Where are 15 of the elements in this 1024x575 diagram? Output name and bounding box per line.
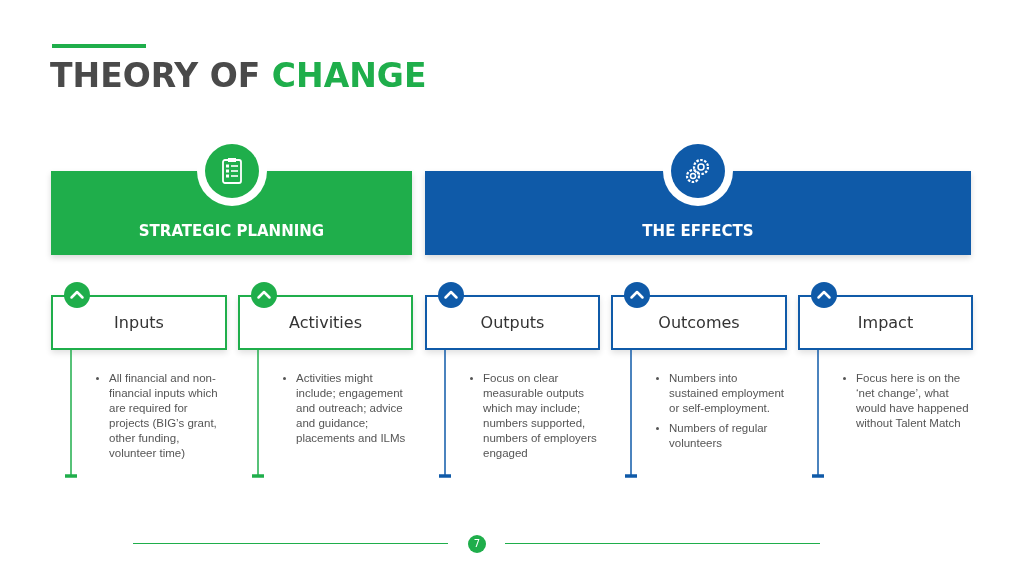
- stage-box: Outcomes: [611, 295, 787, 350]
- stage-box: Impact: [798, 295, 973, 350]
- stage-box: Outputs: [425, 295, 600, 350]
- section-banner: STRATEGIC PLANNING: [51, 171, 412, 255]
- bullet-text: Focus on clear measurable outputs which may include; numbers supported, numbers of employers engaged: [483, 372, 597, 459]
- bullet-text: Focus here is on the ‘net change’, what would have happened without Talent Match: [856, 372, 969, 429]
- bullet-text: Numbers of regular volunteers: [669, 422, 768, 449]
- bullet-text: Numbers into sustained employment or self-employment.: [669, 372, 785, 414]
- bullet-text: Activities might include; engagement and outreach; advice and guidance; placements and ILMs: [296, 372, 406, 444]
- section-banner: THE EFFECTS: [425, 171, 971, 255]
- stage-box: Inputs: [51, 295, 227, 350]
- page-number: 7: [468, 535, 486, 553]
- stage-box: Activities: [238, 295, 413, 350]
- slide-title: THEORY OF CHANGE: [50, 56, 428, 97]
- bullet-text: All financial and non-financial inputs which are required for projects (BIG’s grant, other funding, volunteer time): [109, 372, 218, 459]
